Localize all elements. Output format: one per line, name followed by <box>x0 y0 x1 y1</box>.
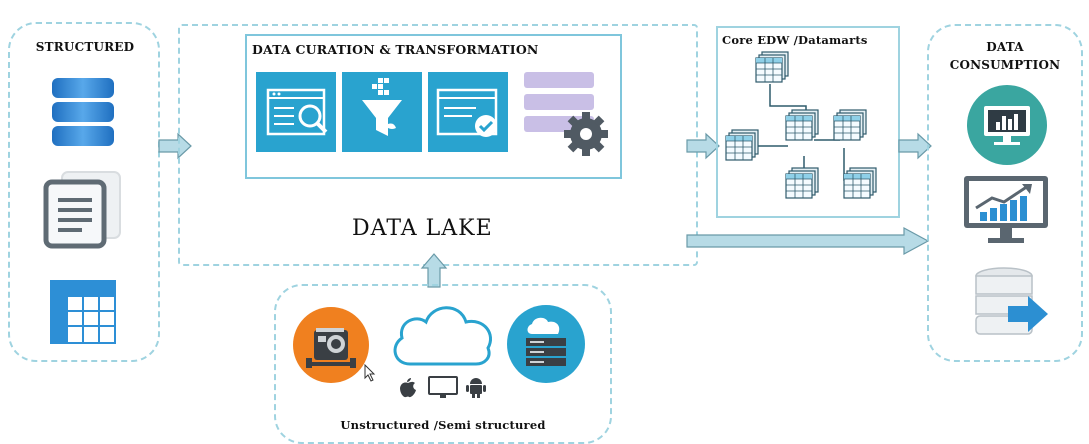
edw-panel <box>716 26 900 218</box>
layers-gear-icon <box>522 68 614 164</box>
arrow-unstructured-to-lake <box>420 252 448 288</box>
android-icon <box>466 376 486 402</box>
consumption-title-line2: CONSUMPTION <box>949 58 1061 72</box>
database-export-icon <box>972 266 1050 346</box>
dashboard-monitor-icon <box>966 84 1048 170</box>
monitor-icon <box>428 376 458 404</box>
structured-panel <box>8 22 160 362</box>
cloud-server-icon <box>506 304 586 388</box>
database-icon <box>50 76 116 152</box>
growth-chart-monitor-icon <box>962 174 1050 252</box>
mouse-cursor-icon <box>364 363 376 386</box>
camera-icon <box>292 306 370 388</box>
table-grid-icon <box>50 280 116 348</box>
curation-box <box>245 34 622 179</box>
code-search-icon <box>256 72 336 152</box>
apple-icon <box>398 376 418 402</box>
curation-title: DATA CURATION & TRANSFORMATION <box>252 42 539 57</box>
structured-title: STRUCTURED <box>35 40 135 54</box>
consumption-title-line1: DATA <box>986 40 1024 54</box>
edw-title: Core EDW /Datamarts <box>722 33 868 47</box>
consumption-panel <box>927 24 1083 362</box>
validated-window-icon <box>428 72 508 152</box>
data-lake-label: DATA LAKE <box>352 216 493 241</box>
funnel-filter-icon <box>342 72 422 152</box>
unstructured-label: Unstructured /Semi structured <box>340 418 546 432</box>
document-stack-icon <box>42 168 124 254</box>
edw-tables-diagram <box>725 51 877 199</box>
arrow-lake-to-consumption <box>686 226 930 256</box>
cloud-icon <box>388 296 498 374</box>
arrow-lake-to-edw <box>686 132 720 160</box>
arrow-edw-to-consumption <box>898 132 932 160</box>
